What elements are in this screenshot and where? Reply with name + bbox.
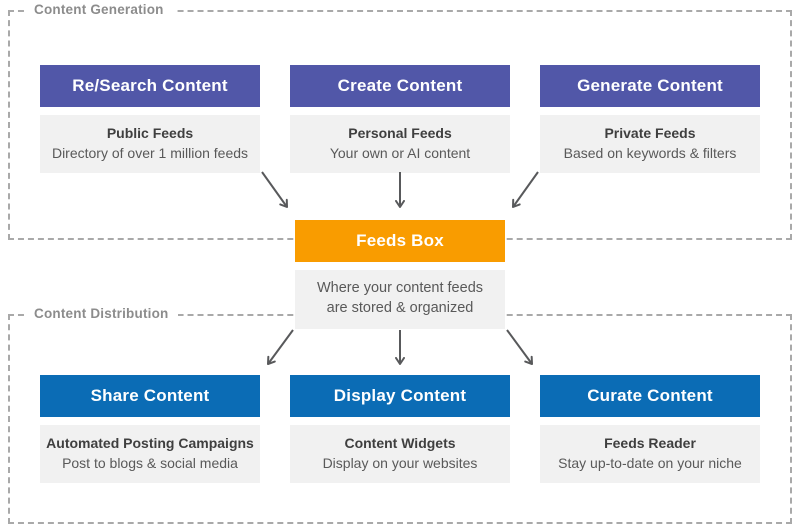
- distribution-unit-display: Display Content Content Widgets Display …: [290, 375, 510, 484]
- create-content-header: Create Content: [290, 65, 510, 107]
- distribution-unit-curate: Curate Content Feeds Reader Stay up-to-d…: [540, 375, 760, 484]
- generation-unit-generate: Generate Content Private Feeds Based on …: [540, 65, 760, 174]
- research-content-info: Public Feeds Directory of over 1 million…: [40, 115, 260, 174]
- generate-content-info: Private Feeds Based on keywords & filter…: [540, 115, 760, 174]
- generation-unit-research: Re/Search Content Public Feeds Directory…: [40, 65, 260, 174]
- generate-content-header: Generate Content: [540, 65, 760, 107]
- feeds-box-description: Where your content feeds are stored & or…: [316, 280, 484, 316]
- distribution-unit-share: Share Content Automated Posting Campaign…: [40, 375, 260, 484]
- info-subtitle: Your own or AI content: [329, 144, 471, 161]
- share-content-header: Share Content: [40, 375, 260, 417]
- info-subtitle: Stay up-to-date on your niche: [558, 454, 742, 471]
- feeds-box-unit: Feeds Box Where your content feeds are s…: [295, 220, 505, 330]
- info-title: Private Feeds: [604, 125, 696, 141]
- section-content-generation: Content Generation Re/Search Content Pub…: [8, 2, 792, 240]
- research-content-header: Re/Search Content: [40, 65, 260, 107]
- feeds-box-header: Feeds Box: [295, 220, 505, 262]
- display-content-header: Display Content: [290, 375, 510, 417]
- display-content-info: Content Widgets Display on your websites: [290, 425, 510, 484]
- info-title: Automated Posting Campaigns: [46, 435, 254, 451]
- share-content-info: Automated Posting Campaigns Post to blog…: [40, 425, 260, 484]
- info-title: Feeds Reader: [604, 435, 696, 451]
- info-subtitle: Post to blogs & social media: [62, 454, 238, 471]
- curate-content-header: Curate Content: [540, 375, 760, 417]
- info-title: Public Feeds: [106, 125, 194, 141]
- info-subtitle: Based on keywords & filters: [563, 144, 737, 161]
- section-content-distribution: Content Distribution Share Content Autom…: [8, 306, 792, 524]
- feeds-box-info: Where your content feeds are stored & or…: [295, 270, 505, 330]
- section-label-content-distribution: Content Distribution: [24, 306, 179, 321]
- info-subtitle: Directory of over 1 million feeds: [51, 144, 249, 161]
- curate-content-info: Feeds Reader Stay up-to-date on your nic…: [540, 425, 760, 484]
- info-title: Content Widgets: [344, 435, 456, 451]
- info-title: Personal Feeds: [348, 125, 452, 141]
- generation-unit-create: Create Content Personal Feeds Your own o…: [290, 65, 510, 174]
- section-label-content-generation: Content Generation: [24, 2, 174, 17]
- info-subtitle: Display on your websites: [322, 454, 478, 471]
- create-content-info: Personal Feeds Your own or AI content: [290, 115, 510, 174]
